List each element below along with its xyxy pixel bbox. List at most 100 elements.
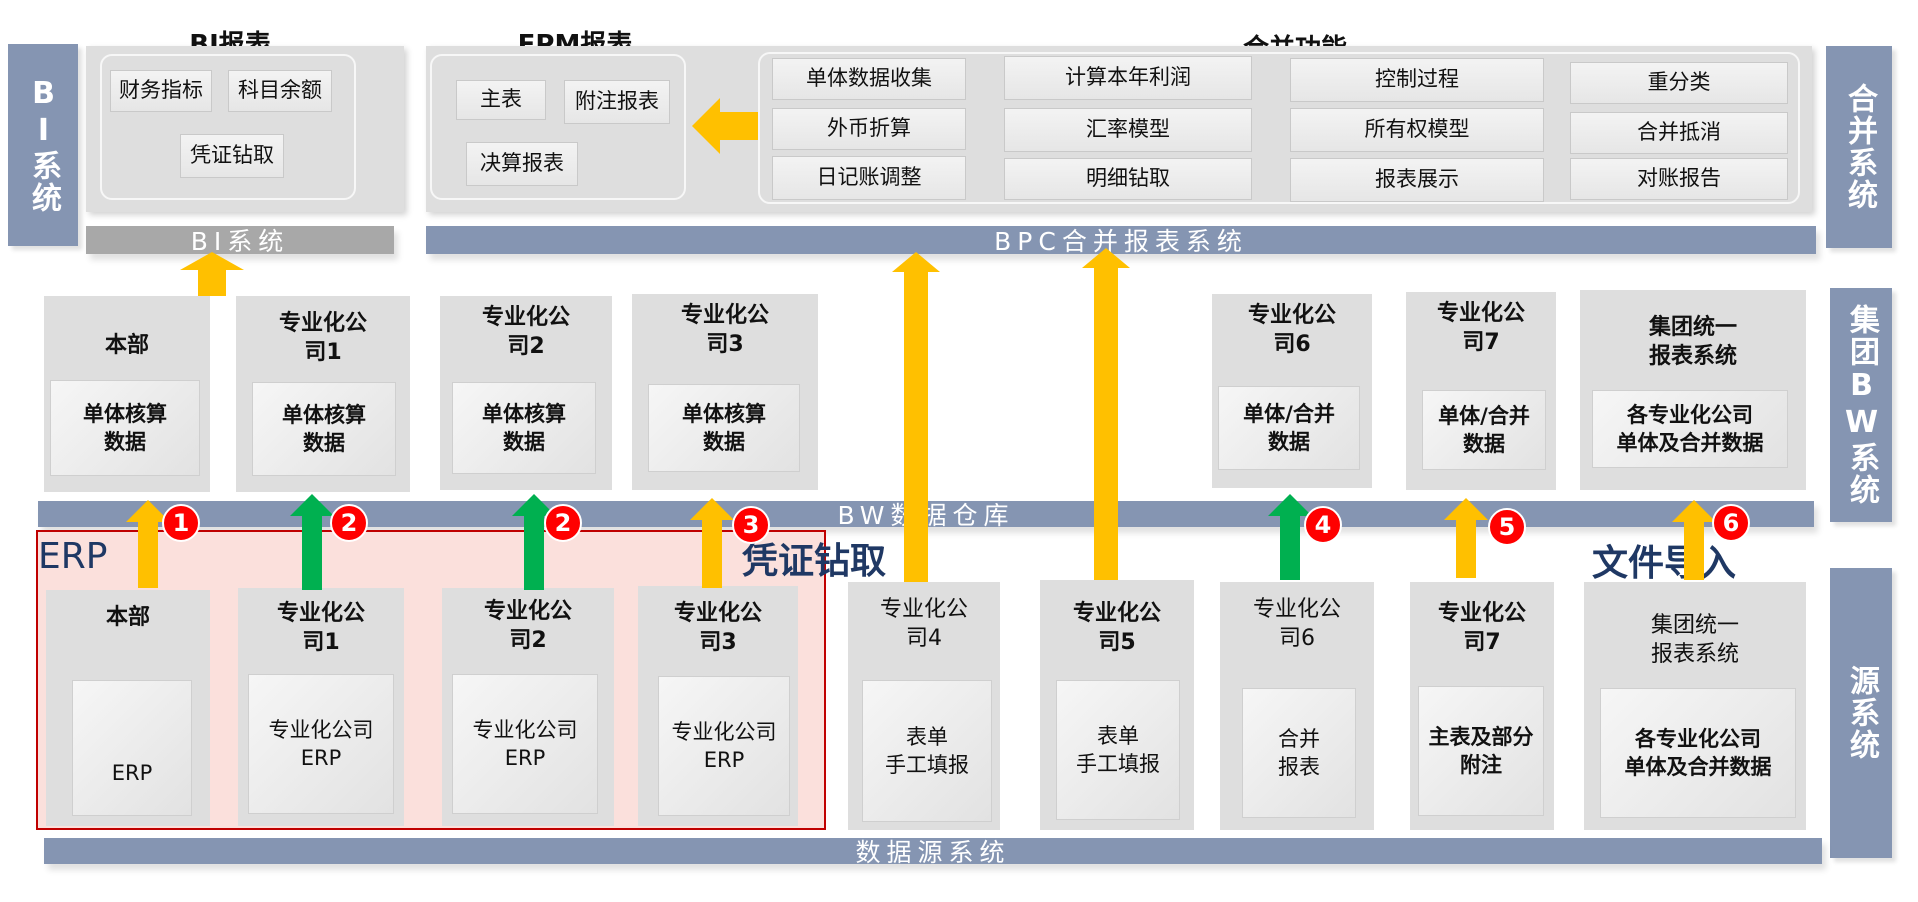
- bw-box-company-1: 专业化公 司1 单体核算 数据: [236, 296, 410, 492]
- bw-box-title: 专业化公 司2: [481, 305, 570, 359]
- src-box-title: 专业化公 司3: [673, 601, 762, 655]
- arrow-left-icon: [692, 98, 758, 154]
- func-report-display[interactable]: 报表展示: [1290, 158, 1544, 202]
- bw-box-inner: 单体核算 数据: [252, 382, 396, 476]
- arrow-up-icon: [290, 494, 334, 590]
- func-control-process[interactable]: 控制过程: [1290, 58, 1544, 102]
- func-calc-current-year-profit[interactable]: 计算本年利润: [1004, 56, 1252, 100]
- src-box-company-3: 专业化公 司3 专业化公司 ERP: [638, 586, 798, 826]
- sidebar-source-system: 源系统: [1830, 568, 1892, 858]
- arrow-up-icon: [892, 252, 940, 582]
- sidebar-consolidation-label: 合并系统: [1842, 83, 1877, 211]
- bw-box-title: 本部: [104, 333, 149, 358]
- bw-box-inner: 单体核算 数据: [452, 382, 596, 474]
- consolidation-functions-inner: [758, 52, 1800, 204]
- src-box-inner: 各专业化公司 单体及合并数据: [1600, 688, 1796, 818]
- src-box-group-report-system: 集团统一 报表系统 各专业化公司 单体及合并数据: [1584, 582, 1806, 830]
- arrow-up-icon: [180, 252, 244, 296]
- sidebar-bi-label: BI系统: [26, 76, 61, 214]
- bw-box-inner: 单体核算 数据: [50, 380, 200, 476]
- func-reconciliation-report[interactable]: 对账报告: [1570, 158, 1788, 200]
- bw-box-company-2: 专业化公 司2 单体核算 数据: [440, 296, 612, 490]
- bw-box-title: 专业化公 司6: [1247, 303, 1336, 357]
- bi-item-financial-indicators[interactable]: 财务指标: [110, 70, 212, 112]
- bw-box-inner: 单体核算 数据: [648, 384, 800, 472]
- sidebar-bi-system: BI系统: [8, 44, 78, 246]
- bw-box-company-6: 专业化公 司6 单体/合并 数据: [1212, 294, 1372, 488]
- sidebar-bw-system: 集团BW系统: [1830, 288, 1892, 522]
- data-source-bar: 数据源系统: [44, 838, 1822, 867]
- src-box-title: 集团统一 报表系统: [1650, 613, 1739, 667]
- bw-box-title: 专业化公 司7: [1436, 301, 1525, 355]
- bw-box-company-3: 专业化公 司3 单体核算 数据: [632, 294, 818, 490]
- bi-report-inner: [100, 54, 356, 200]
- voucher-drill-label: 凭证钻取: [742, 541, 887, 582]
- src-box-headquarters: 本部 ERP: [46, 590, 210, 826]
- bi-report-panel: 财务指标 科目余额 凭证钻取: [86, 46, 404, 212]
- epm-item-final-accounts[interactable]: 决算报表: [466, 142, 578, 186]
- file-import-label: 文件导入: [1592, 543, 1737, 584]
- src-box-inner: 专业化公司 ERP: [248, 674, 394, 814]
- src-box-title: 专业化公 司6: [1252, 597, 1341, 651]
- arrow-up-icon: [512, 494, 556, 590]
- step-badge-1: 1: [162, 504, 200, 542]
- func-reclassification[interactable]: 重分类: [1570, 62, 1788, 104]
- sidebar-source-label: 源系统: [1844, 665, 1879, 761]
- arrow-up-icon: [1672, 500, 1716, 580]
- src-box-title: 专业化公 司7: [1437, 601, 1526, 655]
- src-box-inner: ERP: [72, 680, 192, 816]
- src-box-company-4: 专业化公 司4 表单 手工填报: [848, 582, 1000, 830]
- epm-item-note-report[interactable]: 附注报表: [564, 80, 670, 124]
- func-standalone-data-collection[interactable]: 单体数据收集: [772, 58, 966, 100]
- func-foreign-currency-translation[interactable]: 外币折算: [772, 108, 966, 150]
- bw-box-company-7: 专业化公 司7 单体/合并 数据: [1406, 292, 1556, 490]
- erp-label: ERP: [38, 536, 108, 577]
- arrow-up-icon: [126, 500, 170, 588]
- src-box-title: 专业化公 司1: [276, 601, 365, 655]
- sidebar-bw-label: 集团BW系统: [1844, 304, 1879, 506]
- bi-item-account-balance[interactable]: 科目余额: [228, 70, 332, 112]
- sidebar-consolidation-system: 合并系统: [1826, 46, 1892, 248]
- step-badge-2b: 2: [544, 504, 582, 542]
- step-badge-6: 6: [1712, 504, 1750, 542]
- src-box-inner: 主表及部分 附注: [1418, 686, 1544, 816]
- bi-item-voucher-drill[interactable]: 凭证钻取: [180, 134, 284, 178]
- bw-box-title: 专业化公 司1: [278, 311, 367, 365]
- bi-system-bar: BI系统: [86, 226, 394, 256]
- bw-box-inner: 单体/合并 数据: [1218, 386, 1360, 470]
- bw-box-headquarters: 本部 单体核算 数据: [44, 296, 210, 492]
- step-badge-5: 5: [1488, 508, 1526, 546]
- arrow-up-icon: [1268, 494, 1312, 580]
- src-box-title: 专业化公 司2: [483, 599, 572, 653]
- bpc-system-bar: BPC合并报表系统: [426, 226, 1816, 256]
- src-box-inner: 表单 手工填报: [862, 680, 992, 822]
- bw-box-inner: 各专业化公司 单体及合并数据: [1592, 390, 1788, 468]
- step-badge-2a: 2: [330, 504, 368, 542]
- epm-item-main-statement[interactable]: 主表: [456, 80, 546, 120]
- func-consolidation-elimination[interactable]: 合并抵消: [1570, 112, 1788, 154]
- src-box-title: 本部: [105, 605, 150, 630]
- src-box-inner: 表单 手工填报: [1056, 680, 1180, 820]
- step-badge-3: 3: [732, 506, 770, 544]
- func-journal-adjustment[interactable]: 日记账调整: [772, 156, 966, 200]
- bw-box-title: 专业化公 司3: [680, 303, 769, 357]
- src-box-title: 专业化公 司4: [879, 597, 968, 651]
- arrow-up-icon: [1082, 248, 1130, 580]
- arrow-up-icon: [1444, 498, 1488, 578]
- src-box-company-6: 专业化公 司6 合并 报表: [1220, 582, 1374, 830]
- func-exchange-rate-model[interactable]: 汇率模型: [1004, 108, 1252, 152]
- func-ownership-model[interactable]: 所有权模型: [1290, 108, 1544, 152]
- func-detail-drill[interactable]: 明细钻取: [1004, 158, 1252, 200]
- src-box-company-1: 专业化公 司1 专业化公司 ERP: [238, 588, 404, 826]
- arrow-up-icon: [690, 498, 734, 588]
- bw-box-inner: 单体/合并 数据: [1422, 390, 1546, 470]
- bw-box-title: 集团统一 报表系统: [1648, 315, 1737, 369]
- src-box-company-5: 专业化公 司5 表单 手工填报: [1040, 580, 1194, 830]
- bw-box-group-report-system: 集团统一 报表系统 各专业化公司 单体及合并数据: [1580, 290, 1806, 490]
- src-box-company-7: 专业化公 司7 主表及部分 附注: [1410, 582, 1554, 830]
- step-badge-4: 4: [1304, 506, 1342, 544]
- src-box-inner: 专业化公司 ERP: [658, 676, 790, 816]
- src-box-company-2: 专业化公 司2 专业化公司 ERP: [442, 588, 614, 826]
- src-box-inner: 合并 报表: [1242, 688, 1356, 818]
- epm-report-inner: [430, 54, 686, 200]
